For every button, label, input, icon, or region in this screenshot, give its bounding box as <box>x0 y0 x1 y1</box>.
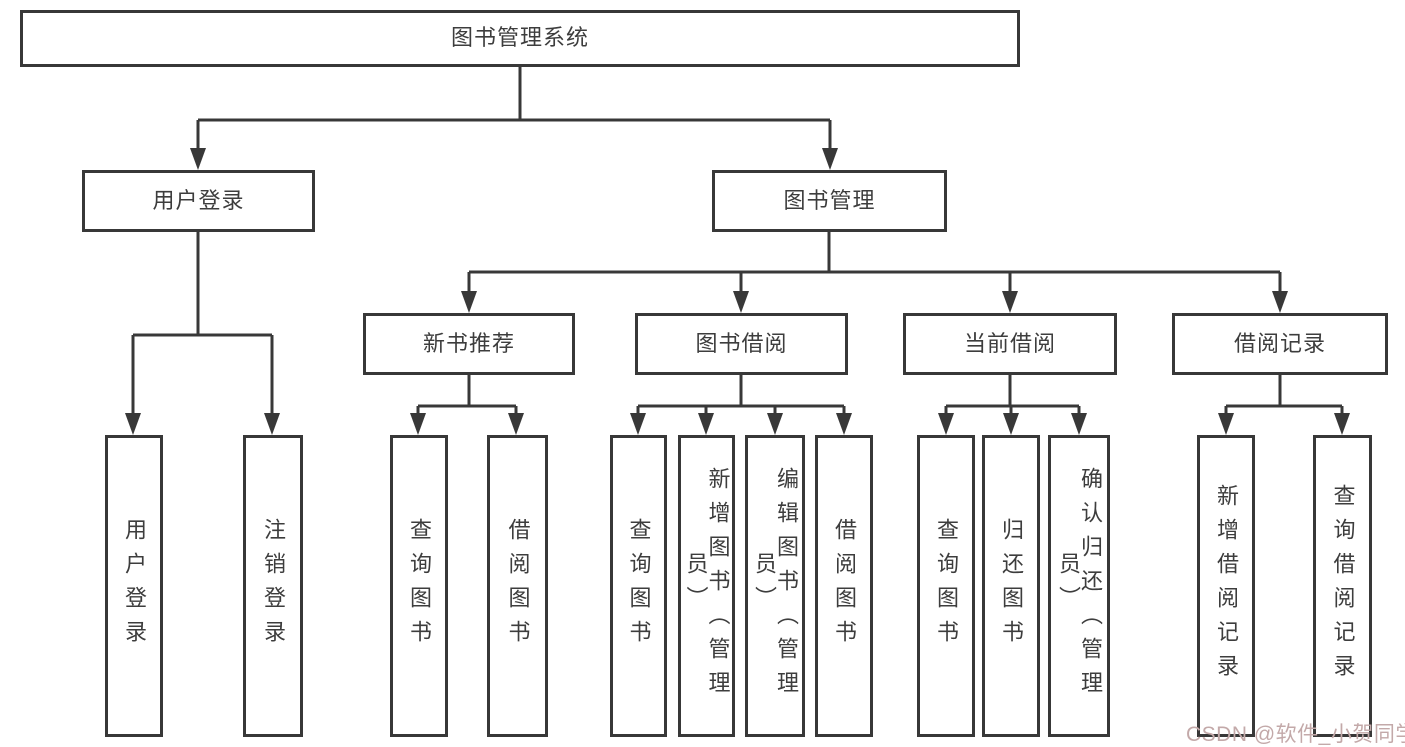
leaf-borrow-books-1: 借阅图书 <box>487 435 548 737</box>
leaf-borrow-books-2: 借阅图书 <box>815 435 873 737</box>
node-current-borrow: 当前借阅 <box>903 313 1117 375</box>
leaf-logout: 注销登录 <box>243 435 303 737</box>
node-book-management: 图书管理 <box>712 170 947 232</box>
leaf-confirm-return-admin: 确认归还（管理员） <box>1048 435 1110 737</box>
node-user-login: 用户登录 <box>82 170 315 232</box>
leaf-return-books: 归还图书 <box>982 435 1040 737</box>
leaf-query-books-3: 查询图书 <box>917 435 975 737</box>
node-book-borrow: 图书借阅 <box>635 313 848 375</box>
node-borrow-records: 借阅记录 <box>1172 313 1388 375</box>
leaf-add-borrow-record: 新增借阅记录 <box>1197 435 1255 737</box>
leaf-query-borrow-record: 查询借阅记录 <box>1313 435 1372 737</box>
csdn-watermark: CSDN @软件_小贺同学 <box>1186 723 1405 746</box>
leaf-edit-books-admin: 编辑图书（管理员） <box>745 435 805 737</box>
leaf-add-books-admin: 新增图书（管理员） <box>678 435 735 737</box>
leaf-user-login: 用户登录 <box>105 435 163 737</box>
leaf-query-books-1: 查询图书 <box>390 435 448 737</box>
node-root-title: 图书管理系统 <box>20 10 1020 67</box>
leaf-query-books-2: 查询图书 <box>610 435 667 737</box>
node-new-book-recommend: 新书推荐 <box>363 313 575 375</box>
